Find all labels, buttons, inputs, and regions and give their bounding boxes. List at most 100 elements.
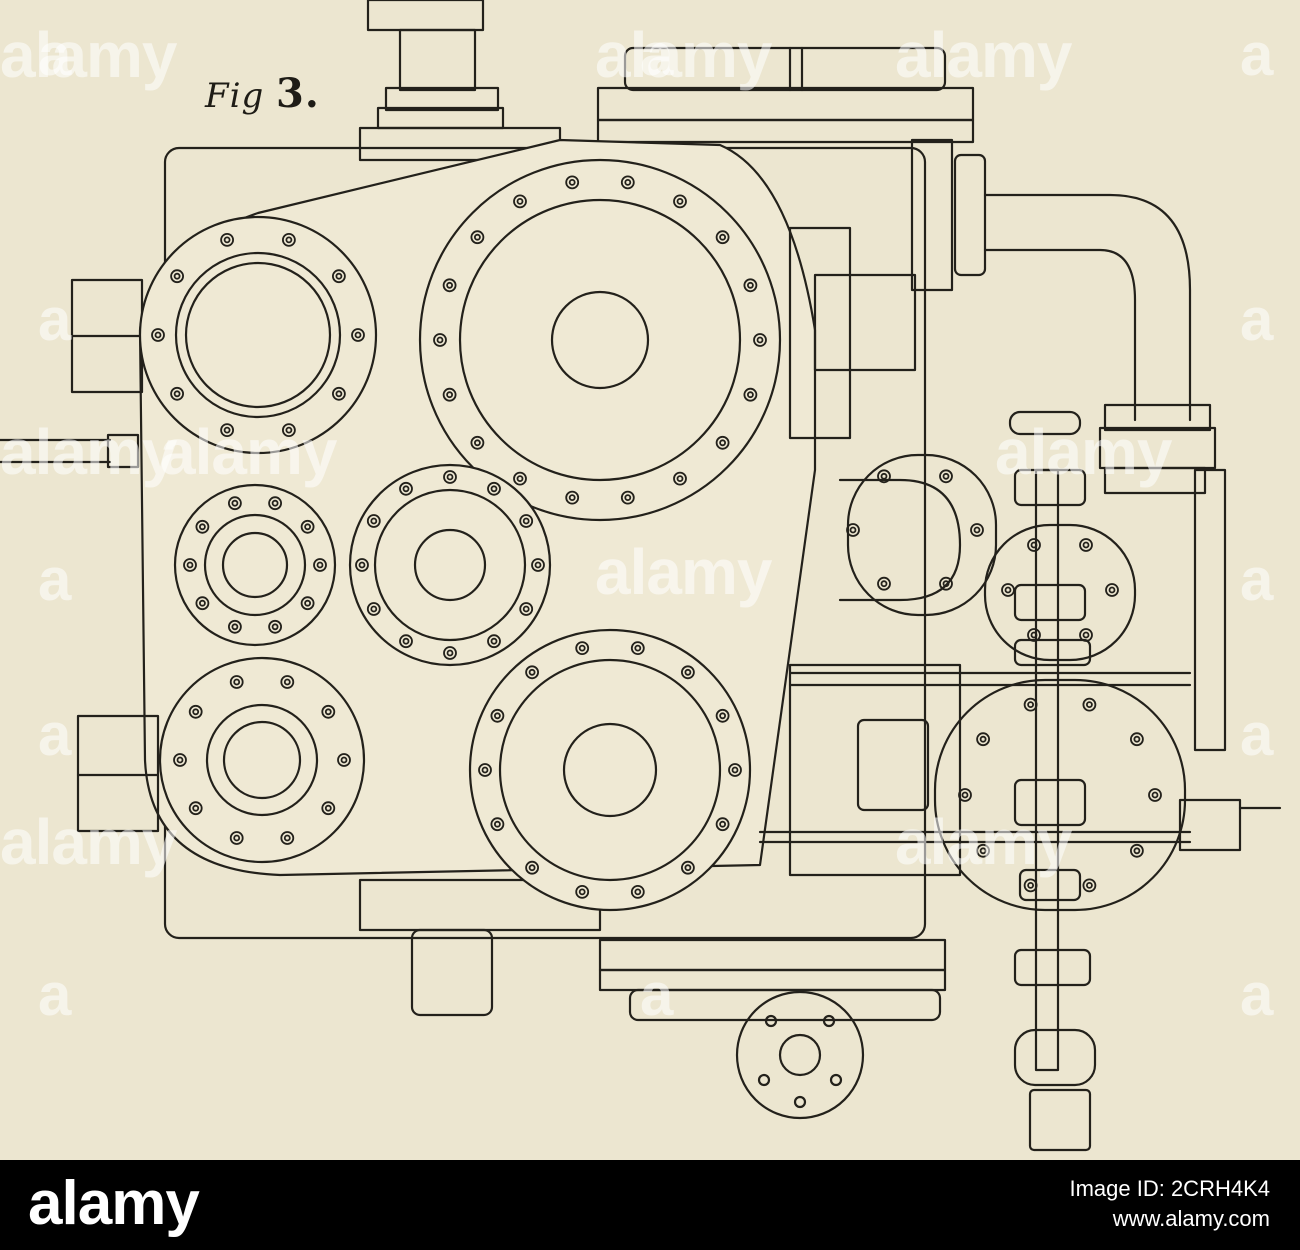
watermark-letter: a: [1240, 546, 1274, 613]
bolt-head: [220, 232, 235, 247]
bolt-center: [1030, 541, 1038, 549]
bolt-center: [1082, 631, 1090, 639]
bolt-center: [942, 472, 950, 480]
bolt-center: [231, 623, 239, 631]
bolt-head: [673, 194, 687, 209]
bolt-head: [470, 435, 485, 450]
bolt-center: [880, 472, 888, 480]
watermark-letter: a: [38, 286, 72, 353]
bolt-head: [877, 469, 891, 484]
bolt-head: [970, 523, 984, 537]
bolt-center: [979, 847, 987, 855]
bolt-center: [1086, 701, 1093, 708]
bolt-center: [880, 580, 888, 588]
bolt-head: [1082, 697, 1097, 712]
bolt-head: [366, 602, 381, 616]
cover-large-top: [418, 158, 782, 522]
watermark: alamy: [0, 416, 177, 488]
bolt-center: [304, 599, 312, 607]
bolt-center: [490, 485, 498, 493]
site-link[interactable]: www.alamy.com: [1112, 1206, 1270, 1231]
bolt-head: [229, 675, 244, 689]
brand-logo[interactable]: alamy: [28, 1169, 200, 1238]
bolt-center: [634, 888, 642, 896]
bolt-head: [846, 523, 860, 537]
bolt-center: [522, 605, 530, 613]
bolt-head: [173, 753, 187, 767]
footer-bar: alamy Image ID: 2CRH4K4 www.alamy.com: [0, 1160, 1300, 1250]
bolt-head: [715, 230, 730, 245]
bolt-head: [487, 634, 501, 649]
bolt-center: [1151, 791, 1159, 799]
bolt-head: [575, 641, 590, 655]
curved-pipe: [983, 193, 1217, 495]
bolt-head: [1148, 788, 1162, 802]
bolt-center: [568, 494, 576, 502]
bolt-head: [630, 641, 645, 655]
bolt-head: [188, 704, 203, 719]
watermark-letter: a: [1240, 961, 1274, 1028]
bolt-center: [354, 331, 362, 339]
bolt-head: [300, 596, 315, 611]
bolt-head: [1079, 628, 1093, 642]
bolt-head: [976, 732, 990, 747]
bolt-head: [331, 269, 346, 284]
bolt-head: [227, 496, 242, 511]
bolt-head: [280, 675, 295, 689]
bolt-center: [436, 336, 444, 344]
bolt-center: [1027, 701, 1034, 708]
bolt-head: [939, 576, 953, 591]
bolt-head: [433, 333, 447, 347]
watermark-letter: a: [38, 961, 72, 1028]
bolt-center: [1004, 586, 1012, 594]
valve-rod: [1013, 468, 1097, 1152]
bolt-head: [630, 885, 645, 899]
bolt-head: [355, 558, 369, 572]
bolt-center: [731, 766, 739, 774]
bolt-head: [525, 665, 539, 680]
bolt-head: [487, 481, 501, 496]
bolt-head: [681, 665, 695, 680]
bolt-center: [676, 475, 684, 483]
bolt-head: [1023, 697, 1038, 712]
bolt-head: [976, 843, 990, 858]
bolt-center: [756, 336, 764, 344]
bolt-center: [402, 485, 410, 493]
bolt-center: [335, 272, 343, 280]
bolt-head: [728, 763, 742, 777]
bolt-head: [715, 708, 730, 723]
bolt-center: [154, 331, 162, 339]
bolt-head: [399, 481, 413, 496]
cover-left-bottom: [158, 656, 366, 864]
bolt-center: [578, 644, 586, 652]
bolt-head: [280, 831, 295, 845]
bolt-head: [188, 801, 203, 816]
image-id: Image ID: 2CRH4K4: [1069, 1176, 1270, 1201]
bolt-center: [283, 834, 291, 842]
watermark: alamy: [595, 19, 772, 91]
watermark-letter: a: [1240, 286, 1274, 353]
bolt-head: [366, 514, 381, 528]
bolt-center: [1133, 735, 1141, 743]
bolt-head: [673, 471, 687, 486]
bolt-head: [743, 278, 758, 293]
bolt-center: [522, 517, 530, 525]
watermark: alamy: [895, 19, 1072, 91]
bolt-center: [324, 804, 332, 812]
watermark: alamy: [895, 806, 1072, 878]
watermark-letter: a: [640, 961, 674, 1028]
bolt-center: [747, 281, 754, 289]
bolt-head: [525, 860, 539, 875]
bolt-center: [481, 766, 489, 774]
bolt-center: [304, 523, 312, 531]
bolt-center: [173, 390, 181, 398]
bolt-head: [313, 558, 327, 572]
bolt-head: [620, 490, 635, 505]
bolt-center: [528, 864, 536, 872]
watermark: alamy: [0, 19, 177, 91]
bolt-center: [192, 804, 200, 812]
bolt-center: [473, 439, 481, 447]
bolt-center: [676, 197, 684, 205]
bolt-center: [1030, 631, 1038, 639]
cover-left-top: [138, 215, 378, 455]
